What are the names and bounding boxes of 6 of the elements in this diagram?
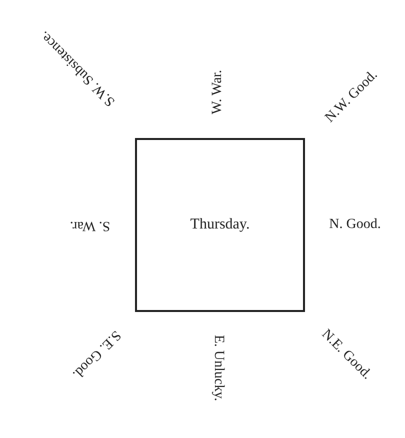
direction-label: S. War. [70, 217, 110, 233]
direction-label: E. Unlucky. [210, 334, 226, 402]
day-name: Thursday. [190, 216, 250, 234]
direction-label: N. Good. [329, 217, 381, 233]
day-square [135, 138, 305, 312]
direction-label: W. War. [210, 70, 226, 114]
